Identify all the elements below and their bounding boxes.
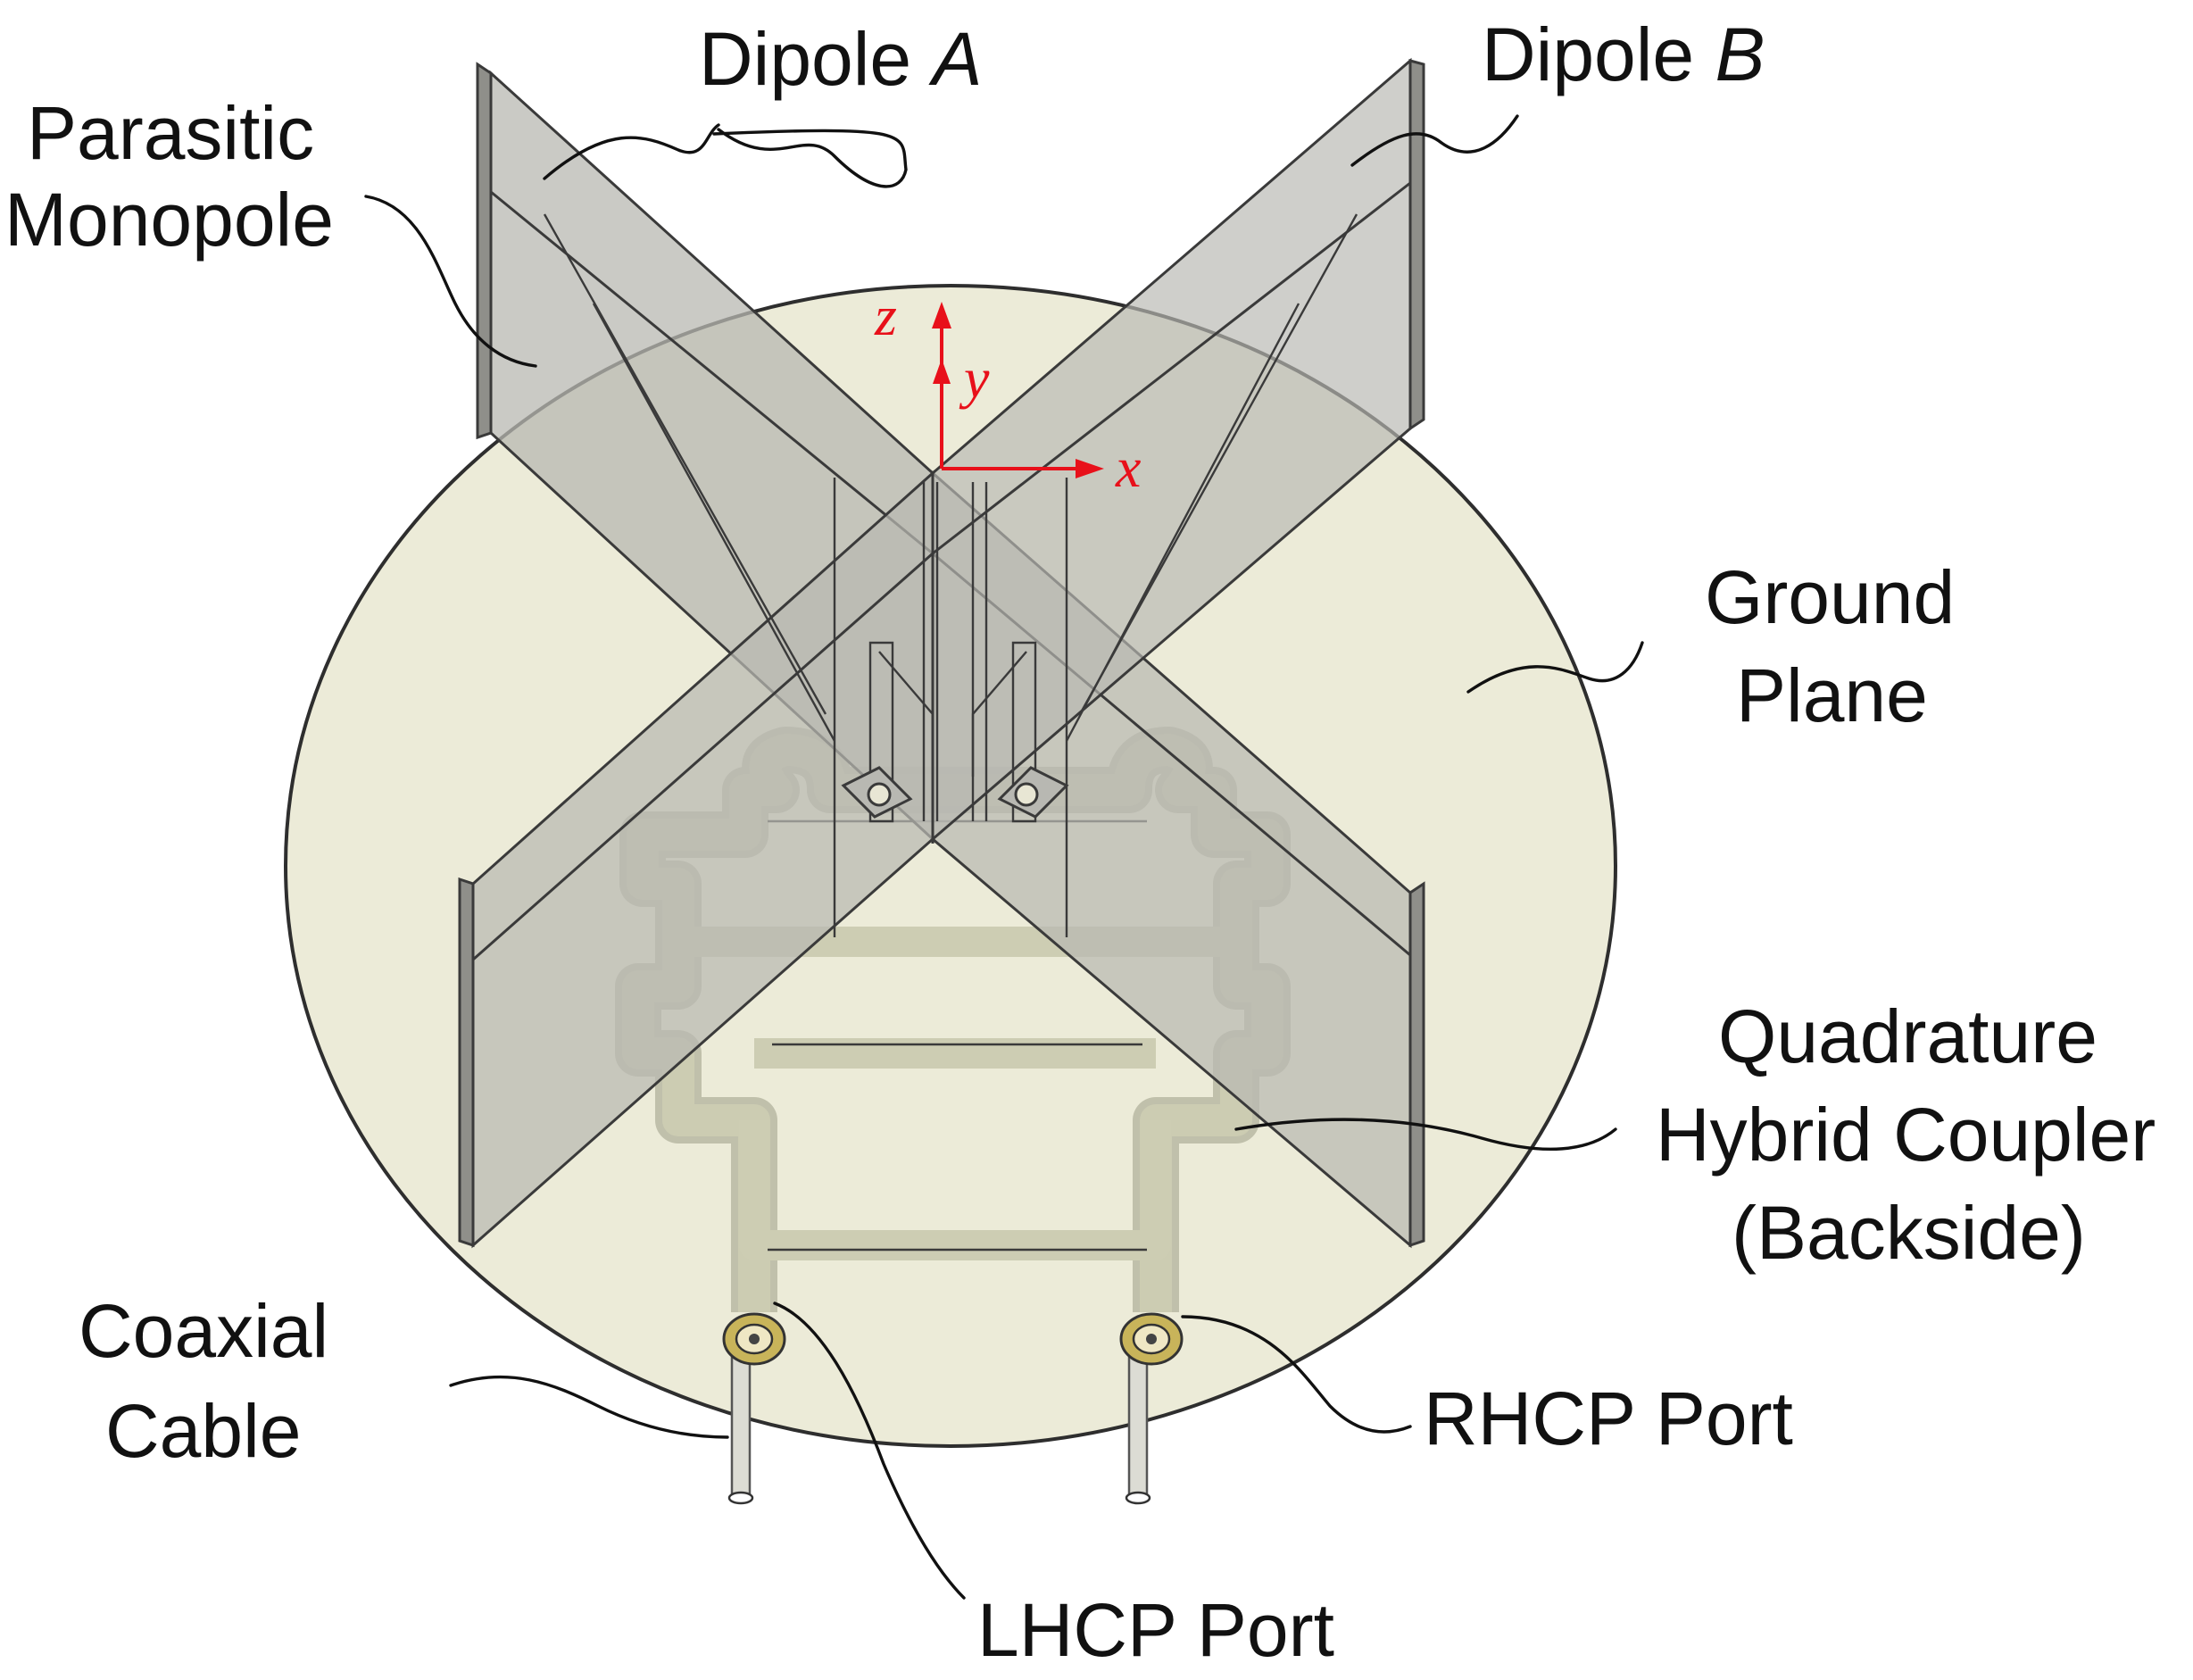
label-dipole-b-letter: B (1715, 12, 1765, 96)
ground-plane (284, 284, 1617, 1448)
label-coupler-2: Hybrid Coupler (1656, 1093, 2156, 1177)
leader-coupler (1234, 1118, 1617, 1151)
label-ground-plane-1: Ground (1705, 555, 1955, 639)
dipole-b-fin (458, 57, 1425, 1249)
leader-dipole-a (712, 128, 908, 188)
label-parasitic-monopole-1: Parasitic (27, 91, 314, 175)
leader-rhcp (1181, 1315, 1412, 1434)
coordinate-axes: z y x (874, 284, 1141, 499)
leader-dipole-a-main (543, 123, 720, 180)
label-coupler-1: Quadrature (1718, 994, 2097, 1078)
label-dipole-b: Dipole B (1482, 12, 1765, 96)
coaxial-cable-right (1125, 1346, 1151, 1505)
rhcp-port (1119, 1312, 1184, 1366)
label-lhcp-port: LHCP Port (977, 1588, 1334, 1672)
label-dipole-a-prefix: Dipole (699, 17, 932, 101)
leader-dipole-b (1350, 114, 1519, 167)
leader-lhcp (773, 1302, 966, 1600)
label-dipole-b-prefix: Dipole (1482, 12, 1715, 96)
feed-structure (841, 482, 1069, 844)
leader-coaxial (449, 1375, 729, 1439)
leader-parasitic-monopole (364, 195, 537, 368)
leader-ground-plane (1466, 641, 1644, 694)
x-axis-label: x (1115, 436, 1141, 499)
leader-lines (364, 114, 1644, 1600)
coaxial-cable-left (727, 1346, 754, 1505)
labels: Parasitic Monopole Dipole A Dipole B Gro… (4, 12, 2156, 1672)
label-dipole-a-letter: A (927, 17, 982, 101)
label-dipole-a: Dipole A (699, 17, 983, 101)
label-ground-plane-2: Plane (1736, 653, 1928, 737)
label-rhcp-port: RHCP Port (1424, 1376, 1793, 1460)
z-axis-label: z (874, 284, 897, 347)
label-coaxial-1: Coaxial (79, 1289, 328, 1373)
lhcp-port (722, 1312, 786, 1366)
label-parasitic-monopole-2: Monopole (4, 178, 334, 262)
parasitic-monopole (543, 213, 1358, 937)
y-axis-label: y (959, 346, 990, 410)
label-coaxial-2: Cable (105, 1389, 301, 1473)
label-coupler-3: (Backside) (1732, 1191, 2086, 1275)
